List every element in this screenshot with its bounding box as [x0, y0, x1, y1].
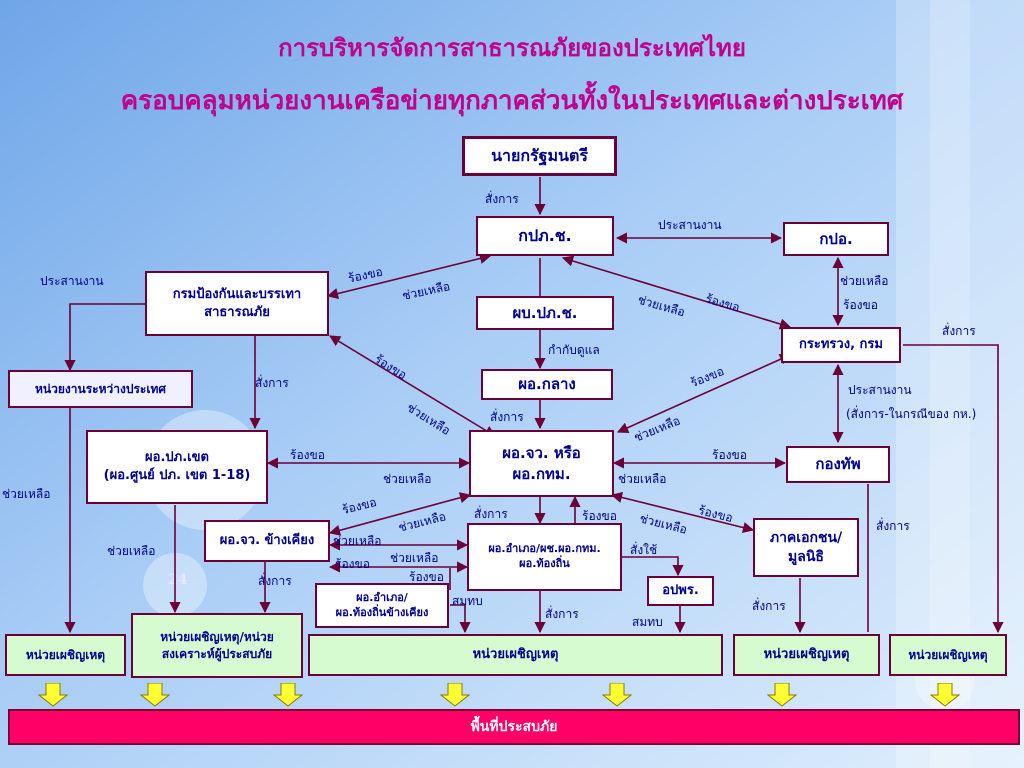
response-unit-welfare: หน่วยเผชิญเหตุ/หน่วย สงเคราะห์ผู้ประสบภั… — [131, 613, 303, 678]
edge-label: ประสานงาน — [848, 383, 912, 397]
edge-label: ร้องขอ — [409, 570, 444, 584]
province-director-line2: ผอ.กทม. — [512, 464, 571, 483]
neighbor-district-line1: ผอ.อำเภอ/ — [356, 591, 408, 605]
down-arrow-icon — [440, 683, 470, 707]
title-line-1: การบริหารจัดการสาธารณภัยของประเทศไทย — [278, 34, 746, 62]
edge-label: สั่งการ — [942, 324, 976, 338]
province-director-box: ผอ.จว. หรือ ผอ.กทม. — [469, 430, 614, 497]
zone-director-line2: (ผอ.ศูนย์ ปภ. เขต 1-18) — [103, 468, 251, 483]
edge-label: สั่งการ — [485, 192, 519, 206]
dept-disaster-box: กรมป้องกันและบรรเทา สาธารณภัย — [145, 271, 329, 336]
edge-label: สั่งใช้ — [630, 543, 658, 557]
neighbor-district-line2: ผอ.ท้องถิ่นข้างเคียง — [335, 605, 429, 619]
private-foundation-line2: มูลนิธิ — [788, 548, 824, 565]
edge-label: สั่งการ — [545, 607, 579, 621]
edge-label: ร้องขอ — [582, 509, 617, 523]
army-box: กองทัพ — [786, 446, 890, 483]
prime-minister-box: นายกรัฐมนตรี — [462, 136, 617, 176]
district-director-box: ผอ.อำเภอ/ผช.ผอ.กทม. ผอ.ท้องถิ่น — [467, 523, 622, 591]
edge-label: ช่วยเหลือ — [333, 534, 382, 548]
apor-box: อปพร. — [647, 576, 714, 606]
edge-label: สั่งการ — [490, 410, 524, 424]
neighbor-province-box: ผอ.จว. ข้างเคียง — [204, 520, 330, 562]
down-arrow-icon — [602, 683, 632, 707]
district-director-line1: ผอ.อำเภอ/ผช.ผอ.กทม. — [488, 542, 601, 556]
edge-label: ประสานงาน — [658, 218, 722, 232]
response-welfare-line2: สงเคราะห์ผู้ประสบภัย — [161, 646, 273, 661]
edge-label: ช่วยเหลือ — [107, 544, 156, 558]
dept-disaster-line2: สาธารณภัย — [204, 304, 270, 320]
edge-label: ช่วยเหลือ — [618, 472, 667, 486]
response-welfare-line1: หน่วยเผชิญเหตุ/หน่วย — [160, 630, 274, 645]
title-line-2: ครอบคลุมหน่วยงานเครือข่ายทุกภาคส่วนทั้งใ… — [120, 86, 904, 116]
edge-label: สมทบ — [452, 594, 483, 608]
edge-label: ร้องขอ — [335, 557, 370, 571]
response-unit-private: หน่วยเผชิญเหตุ — [733, 634, 880, 676]
disaster-area-bar: พื้นที่ประสบภัย — [8, 709, 1020, 745]
dept-disaster-line1: กรมป้องกันและบรรเทา — [172, 286, 302, 302]
private-foundation-line1: ภาคเอกชน/ — [769, 529, 843, 546]
edge-label: ร้องขอ — [290, 448, 325, 462]
down-arrow-icon — [273, 683, 303, 707]
kpo-box: กปอ. — [783, 222, 889, 256]
edge-label: สั่งการ — [474, 507, 508, 521]
edge-label: ประสานงาน — [40, 274, 104, 288]
edge-label: ช่วยเหลือ — [840, 274, 889, 288]
down-arrow-icon — [38, 683, 68, 707]
edge-label: ร้องขอ — [712, 448, 747, 462]
province-director-line1: ผอ.จว. หรือ — [502, 444, 581, 463]
edge-label: สั่งการ — [258, 574, 292, 588]
down-arrow-icon — [930, 683, 960, 707]
slide-number: 24 — [168, 572, 188, 588]
kpc-box: กปภ.ช. — [476, 216, 614, 256]
edge-label: กำกับดูแล — [548, 343, 600, 357]
edge-label: ร้องขอ — [843, 298, 878, 312]
response-unit-center: หน่วยเผชิญเหตุ — [308, 634, 723, 676]
edge-label: ช่วยเหลือ — [383, 472, 432, 486]
edge-label: สั่งการ — [876, 519, 910, 533]
edge-label: สั่งการ — [255, 376, 289, 390]
district-director-line2: ผอ.ท้องถิ่น — [519, 557, 570, 570]
edge-label: (สั่งการ-ในกรณีของ กห.) — [846, 407, 977, 421]
phb-box: ผบ.ปภ.ช. — [476, 296, 614, 330]
zone-director-box: ผอ.ปภ.เขต (ผอ.ศูนย์ ปภ. เขต 1-18) — [86, 430, 268, 504]
zone-director-line1: ผอ.ปภ.เขต — [145, 450, 209, 466]
response-unit-left: หน่วยเผชิญเหตุ — [5, 634, 126, 676]
response-unit-right: หน่วยเผชิญเหตุ — [889, 634, 1007, 676]
private-foundation-box: ภาคเอกชน/ มูลนิธิ — [753, 518, 859, 577]
down-arrow-icon — [767, 683, 797, 707]
edge-label: สั่งการ — [752, 599, 786, 613]
international-agency-box: หน่วยงานระหว่างประเทศ — [8, 370, 193, 408]
edge-label: สมทบ — [632, 615, 663, 629]
edge-label: ช่วยเหลือ — [390, 551, 439, 565]
ministry-box: กระทรวง, กรม — [781, 327, 901, 363]
neighbor-district-box: ผอ.อำเภอ/ ผอ.ท้องถิ่นข้างเคียง — [315, 583, 449, 628]
edge-label: ช่วยเหลือ — [2, 487, 51, 501]
central-director-box: ผอ.กลาง — [481, 369, 613, 400]
down-arrow-icon — [140, 683, 170, 707]
